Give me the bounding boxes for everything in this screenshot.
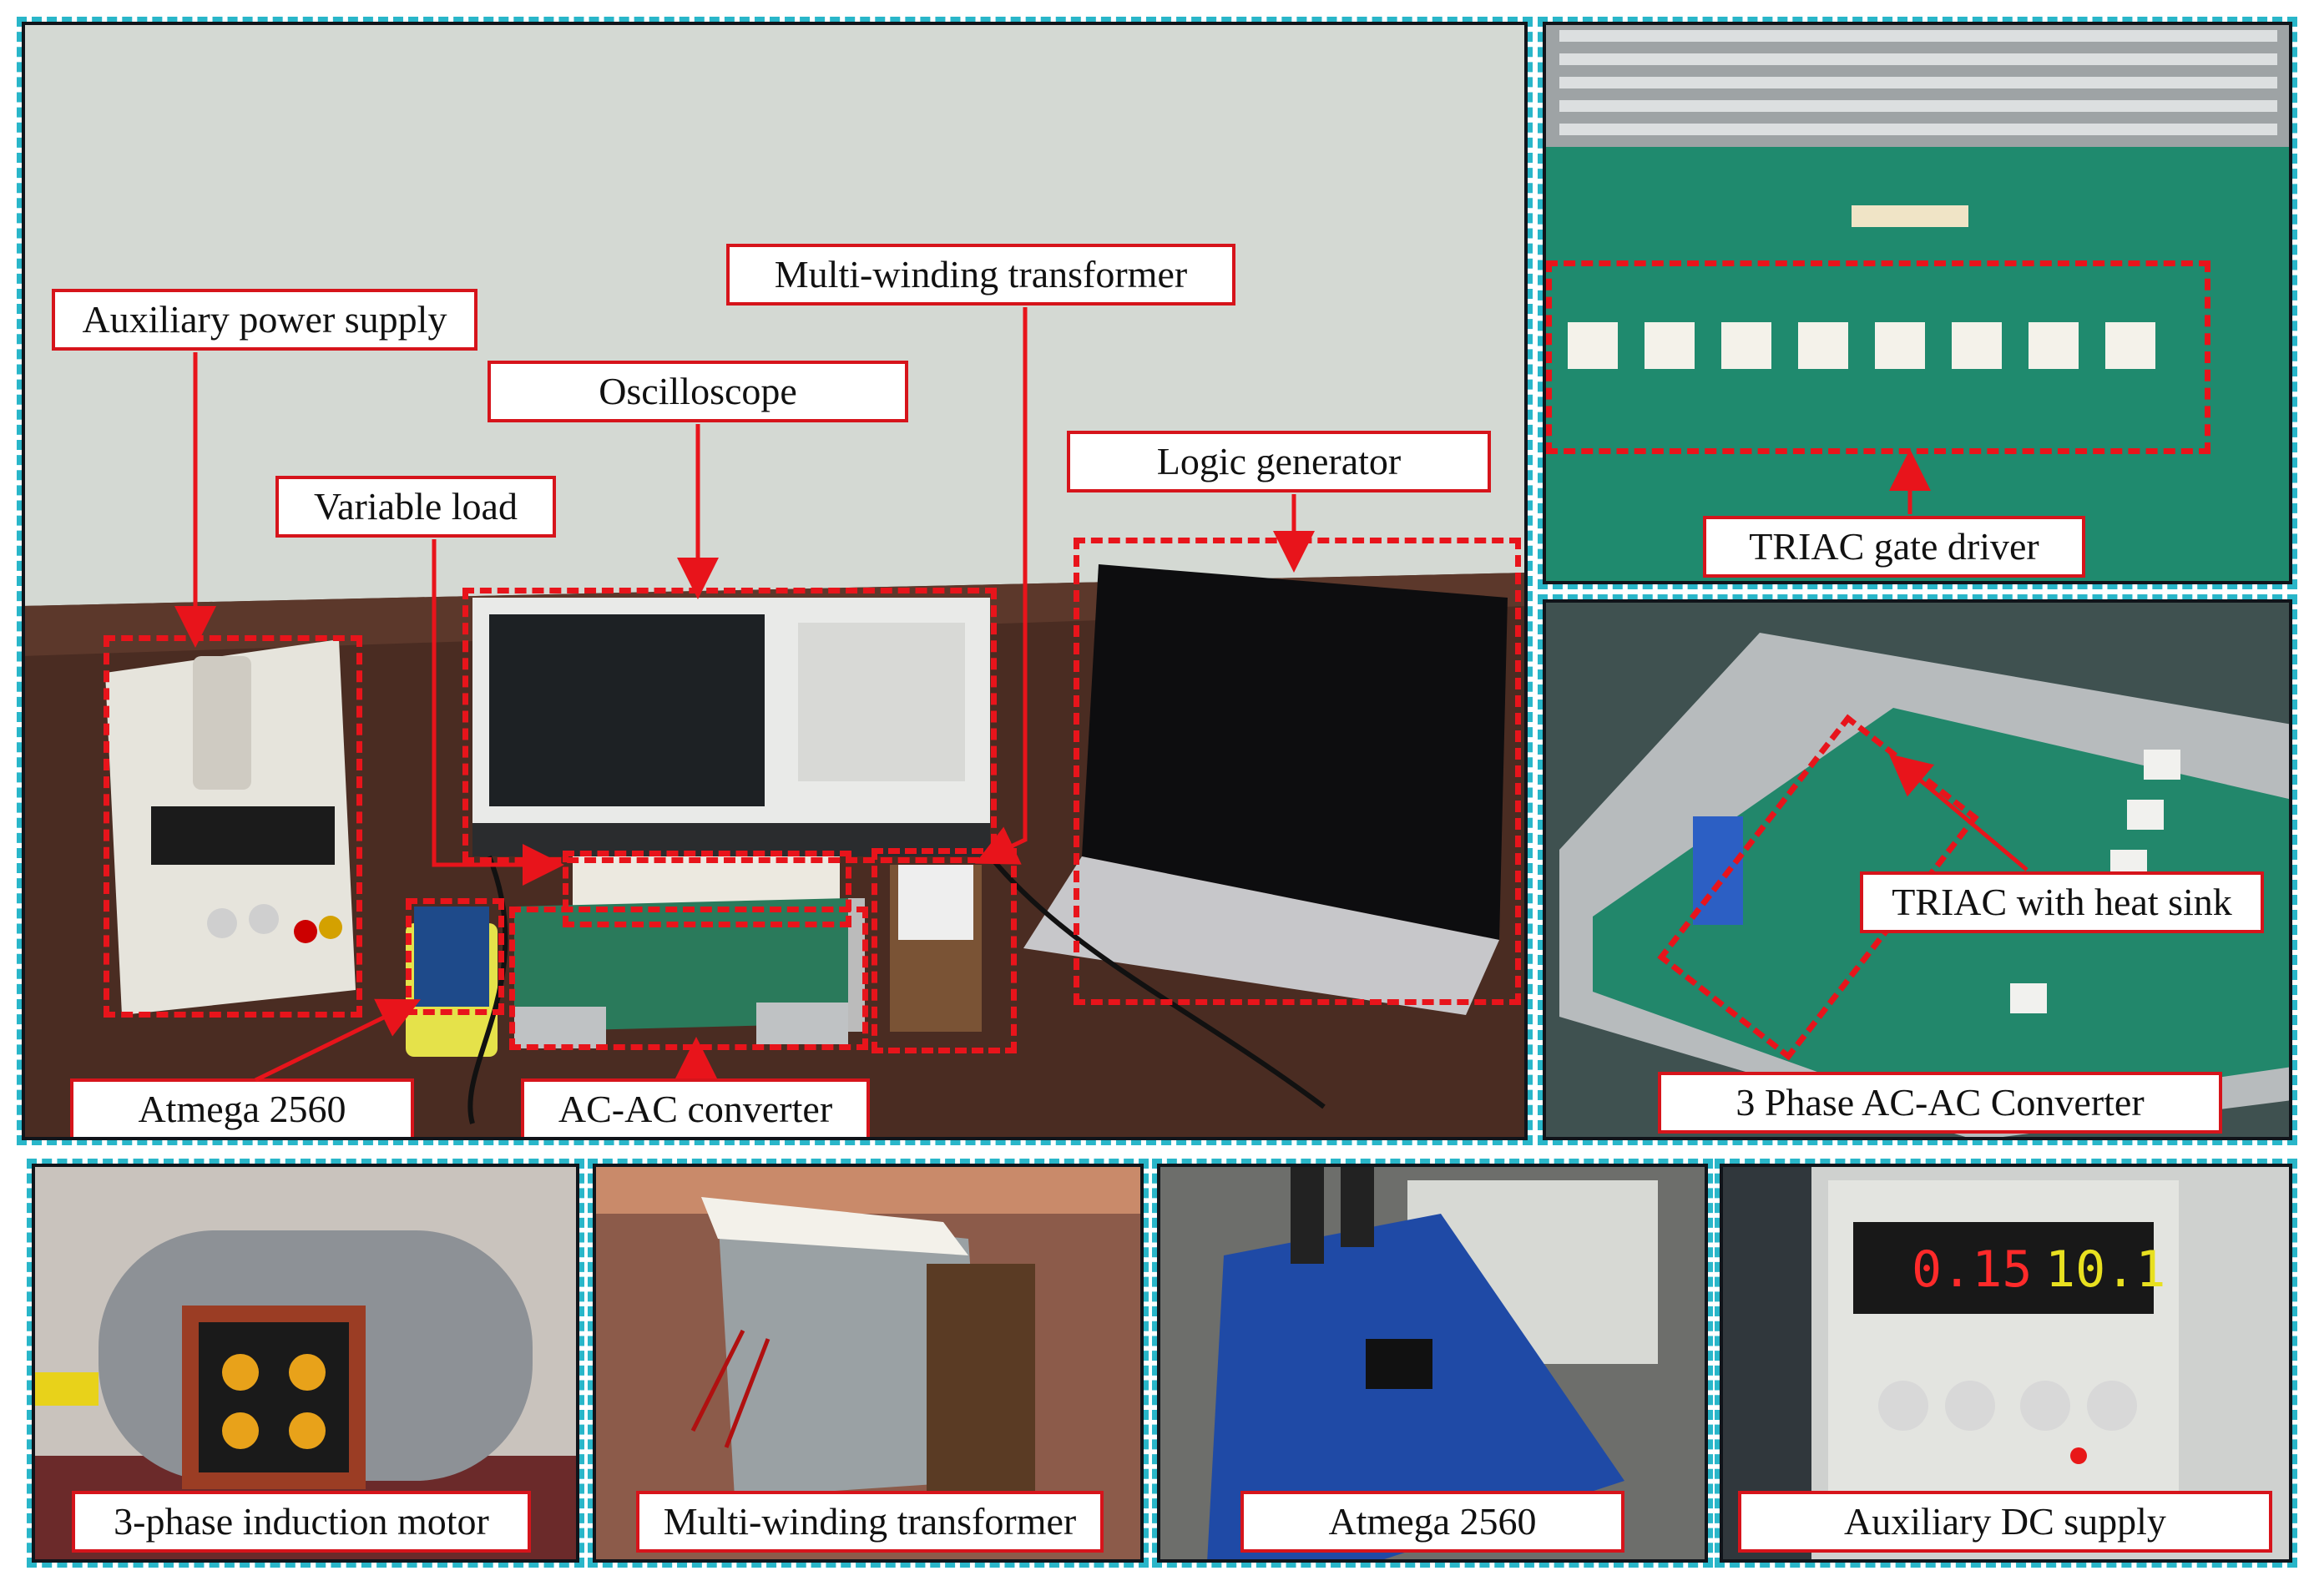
frame-gate-driver (1538, 17, 2297, 589)
label-aux-power-supply: Auxiliary power supply (52, 289, 477, 351)
frame-transformer (588, 1159, 1149, 1568)
label-atmega-closeup: Atmega 2560 (1240, 1491, 1624, 1553)
highlight-power-supply (104, 635, 362, 1018)
label-transformer: Multi-winding transformer (636, 1491, 1104, 1553)
label-3-phase-converter: 3 Phase AC-AC Converter (1658, 1072, 2222, 1134)
laptop-device (1023, 564, 1508, 1015)
motor-photo: 3-phase induction motor (32, 1164, 579, 1563)
label-multi-winding-transformer: Multi-winding transformer (726, 244, 1235, 306)
label-triac-with-heat-sink: TRIAC with heat sink (1860, 871, 2264, 933)
label-triac-gate-driver: TRIAC gate driver (1703, 516, 2085, 578)
main-setup-illustration (22, 22, 1528, 1140)
gate-driver-illustration (1543, 22, 2292, 584)
converter-board (514, 898, 865, 1048)
frame-motor (27, 1159, 584, 1568)
transformer-device (890, 865, 982, 1032)
converter-arrow (1888, 754, 2029, 871)
label-atmega: Atmega 2560 (70, 1078, 414, 1140)
frame-dc-supply (1715, 1159, 2297, 1568)
label-ac-ac-converter: AC-AC converter (521, 1078, 870, 1140)
arduino-board (406, 907, 498, 1057)
main-setup-photo: Auxiliary power supply Oscilloscope Mult… (22, 22, 1528, 1140)
label-logic-generator: Logic generator (1067, 431, 1491, 492)
main-arrows (174, 307, 1315, 1083)
power-supply-unit (105, 639, 356, 1015)
highlight-atmega (406, 898, 504, 1015)
frame-converter (1538, 594, 2297, 1145)
highlight-variable-load (563, 851, 851, 927)
arduino-illustration (1157, 1164, 1708, 1563)
highlight-transformer (872, 848, 1017, 1053)
highlight-gate-driver-row (1546, 260, 2210, 454)
three-phase-converter-photo: TRIAC with heat sink 3 Phase AC-AC Conve… (1543, 599, 2292, 1140)
triac-gate-driver-photo: TRIAC gate driver (1543, 22, 2292, 584)
frame-main (17, 17, 1533, 1145)
label-aux-dc-supply: Auxiliary DC supply (1738, 1491, 2272, 1553)
label-variable-load: Variable load (275, 476, 556, 538)
label-induction-motor: 3-phase induction motor (72, 1491, 531, 1553)
transformer-illustration (593, 1164, 1144, 1563)
current-display: 0.15 (1912, 1240, 2033, 1299)
frame-arduino (1152, 1159, 1713, 1568)
gate-driver-arrow (1889, 449, 1931, 514)
highlight-oscilloscope (462, 588, 997, 863)
voltage-display: 10.1 (2045, 1240, 2166, 1299)
transformer-photo: Multi-winding transformer (593, 1164, 1144, 1563)
dc-supply-photo: 0.15 10.1 Auxiliary DC supply (1720, 1164, 2292, 1563)
label-oscilloscope: Oscilloscope (488, 361, 908, 422)
arduino-photo: Atmega 2560 (1157, 1164, 1708, 1563)
